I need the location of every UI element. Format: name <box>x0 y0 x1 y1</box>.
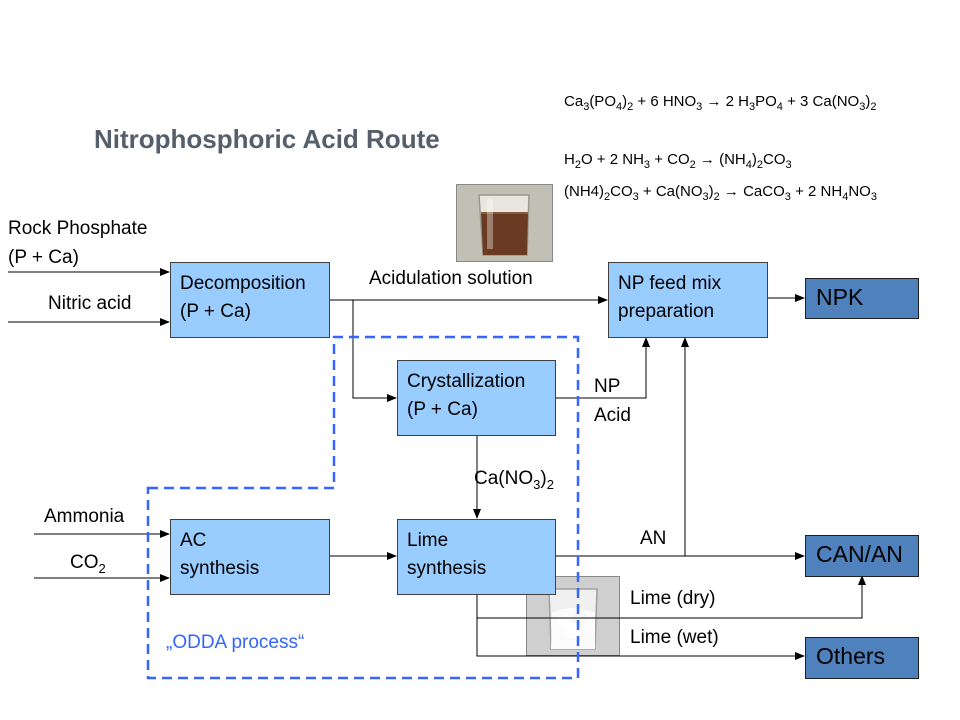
equation-subscript: 4 <box>842 191 849 203</box>
equation-3: (NH4)2CO3 + Ca(NO3)2 → CaCO3 + 2 NH4NO3 <box>564 182 884 207</box>
equation-subscript: 3 <box>643 159 651 171</box>
equation-subscript: 2 <box>604 191 611 203</box>
equation-subscript: 2 <box>870 101 877 113</box>
equation-text: CO <box>763 151 786 168</box>
label-ca-no3: Ca(NO3)2 <box>474 468 554 492</box>
ac-synthesis-box: AC synthesis <box>170 519 330 595</box>
label-np-acid: NP Acid <box>594 376 631 426</box>
equation-subscript: 4 <box>745 159 752 171</box>
equation-subscript: 3 <box>870 191 877 203</box>
equation-text: ) <box>622 93 628 110</box>
arrow-to-crystallization <box>352 300 397 402</box>
equation-subscript: 3 <box>632 191 639 203</box>
arrow-lime-wet <box>476 618 805 660</box>
equation-text: + 6 HNO <box>633 93 697 110</box>
beaker-white-icon <box>527 577 619 655</box>
equation-subscript: 3 <box>784 191 791 203</box>
equation-text: (PO <box>589 93 616 110</box>
equation-text: → CaCO <box>719 183 785 200</box>
equation-text: CO <box>610 183 633 200</box>
can-an-output-box: CAN/AN <box>805 535 919 577</box>
equation-subscript: 3 <box>785 159 792 171</box>
equation-text: H <box>564 151 575 168</box>
equation-1: Ca3(PO4)2 + 6 HNO3 → 2 H3PO4 + 3 Ca(NO3)… <box>564 92 884 117</box>
equation-subscript: 2 <box>713 191 720 203</box>
npk-output-box: NPK <box>805 278 919 319</box>
label-lime-dry: Lime (dry) <box>630 588 716 609</box>
odda-process-boundary <box>146 335 580 680</box>
equation-text: + Ca(NO <box>638 183 703 200</box>
equation-text: NO <box>848 183 871 200</box>
equation-text: → (NH <box>695 151 746 168</box>
label-lime-wet: Lime (wet) <box>630 627 719 648</box>
input-co2: CO2 <box>70 552 106 576</box>
equation-text: Ca <box>564 93 584 110</box>
decomposition-box: Decomposition (P + Ca) <box>170 262 330 338</box>
diagram-title: Nitrophosphoric Acid Route <box>94 124 440 154</box>
equation-subscript: 3 <box>583 101 590 113</box>
equation-text: + 2 NH <box>790 183 843 200</box>
equation-text: ) <box>865 93 871 110</box>
equation-text: + 3 Ca(NO <box>782 93 860 110</box>
lime-photo <box>526 576 620 656</box>
arrow-np-acid <box>556 337 650 399</box>
input-nitric-acid: Nitric acid <box>48 293 132 314</box>
equation-subscript: 2 <box>756 159 764 171</box>
equation-text: O + 2 NH <box>580 151 644 168</box>
equation-text: (NH4) <box>564 183 604 200</box>
equation-text: → 2 H <box>702 93 749 110</box>
equation-text: PO <box>755 93 777 110</box>
equation-subscript: 4 <box>615 101 623 113</box>
equation-text: ) <box>708 183 714 200</box>
equation-subscript: 2 <box>574 159 581 171</box>
equation-subscript: 3 <box>696 101 703 113</box>
equation-subscript: 2 <box>627 101 634 113</box>
np-feed-mix-box: NP feed mix preparation <box>608 262 768 338</box>
equation-text: + CO <box>650 151 690 168</box>
equation-text: ) <box>751 151 757 168</box>
equation-subscript: 3 <box>702 191 709 203</box>
lime-synthesis-box: Lime synthesis <box>397 519 556 595</box>
equation-subscript: 2 <box>689 159 696 171</box>
arrow-lime-dry <box>476 575 866 619</box>
equation-subscript: 4 <box>776 101 783 113</box>
input-rock-phosphate: Rock Phosphate (P + Ca) <box>8 218 148 268</box>
odda-process-label: „ODDA process“ <box>166 632 305 653</box>
equation-subscript: 3 <box>859 101 866 113</box>
label-an: AN <box>640 528 667 549</box>
crystallization-box: Crystallization (P + Ca) <box>397 360 556 436</box>
input-ammonia: Ammonia <box>44 506 125 527</box>
equation-subscript: 3 <box>748 101 756 113</box>
beaker-brown-icon <box>457 185 552 261</box>
equation-2: H2O + 2 NH3 + CO2 → (NH4)2CO3 <box>564 150 884 175</box>
acidulation-solution-photo <box>456 184 553 262</box>
others-output-box: Others <box>805 637 919 679</box>
label-acidulation-solution: Acidulation solution <box>369 268 533 289</box>
